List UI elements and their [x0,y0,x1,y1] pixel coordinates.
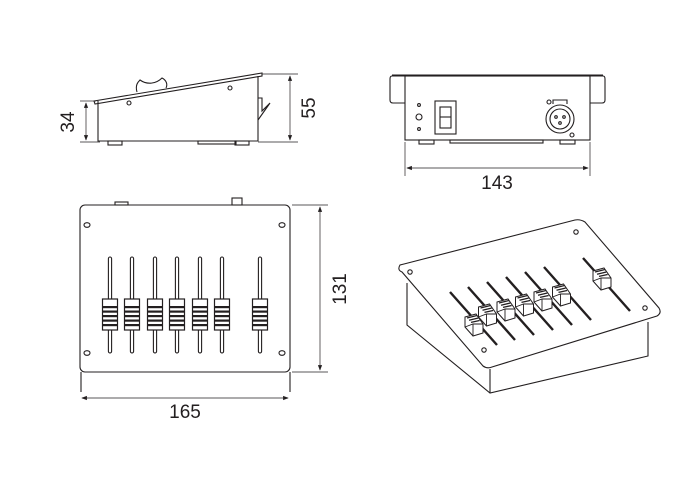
fader-5 [191,256,209,354]
fader-4 [168,256,186,354]
fader-3 [146,256,164,354]
fader-1 [101,256,119,354]
fader-2 [123,256,141,354]
front-view: 143 [389,74,606,194]
iso-fader-1 [449,291,498,346]
top-depth-label: 131 [330,273,351,305]
front-width-label: 143 [481,173,513,194]
iso-fader-3 [486,281,535,336]
xlr-connector-icon [545,99,575,138]
fader-7 [251,256,269,354]
power-jack-icon [415,113,423,121]
top-width-label: 165 [169,402,201,423]
side-view: 34 55 [58,72,320,146]
power-switch-icon [434,100,457,135]
iso-fader-2 [467,286,516,341]
iso-fader-4 [505,276,554,331]
side-height-front-label: 34 [58,111,79,133]
isometric-view [398,219,661,394]
iso-fader-5 [524,271,573,326]
led-icon [417,103,421,107]
iso-fader-7 [582,257,631,312]
top-view: 131 165 [79,197,351,423]
side-height-rear-label: 55 [299,97,320,118]
iso-fader-6 [543,266,592,321]
fader-6 [213,256,231,354]
